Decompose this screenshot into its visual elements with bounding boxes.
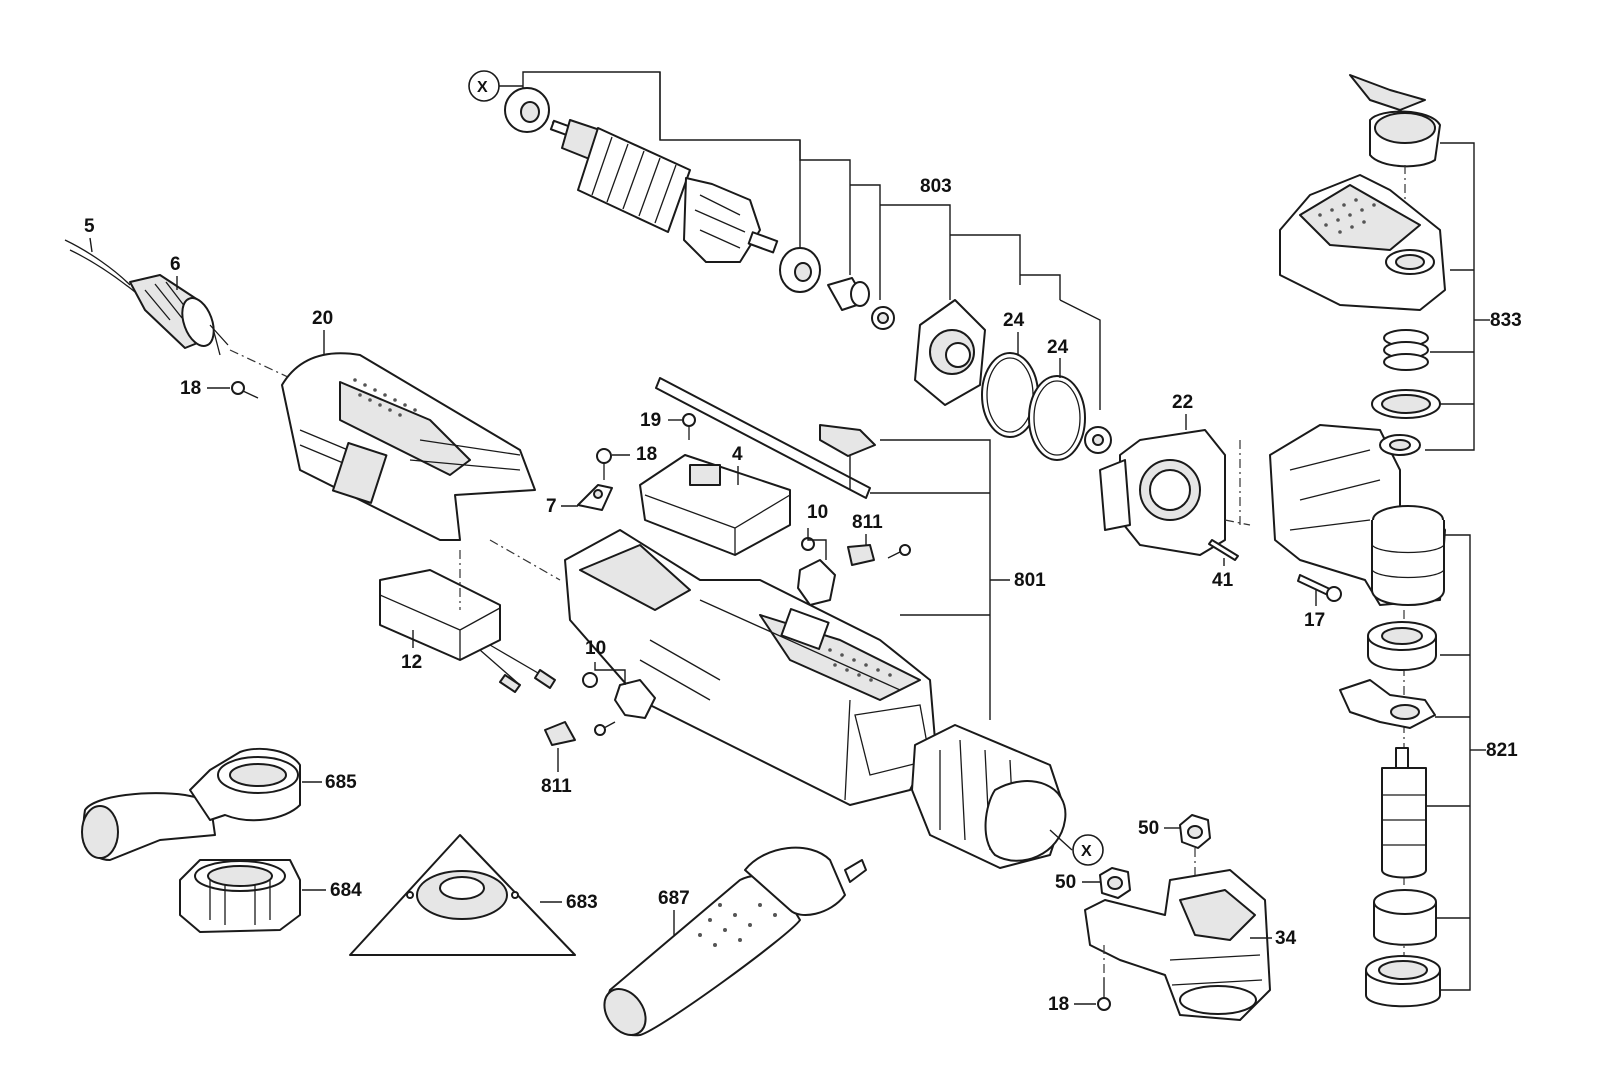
callout-801: 801	[1014, 570, 1046, 591]
washer-833	[1379, 434, 1421, 456]
callout-687: 687	[658, 888, 690, 909]
lever-833	[1349, 74, 1441, 168]
callout-10-top: 10	[807, 502, 828, 523]
callout-811-bottom: 811	[541, 776, 572, 797]
housing-cover-dots	[353, 378, 417, 417]
power-cord	[64, 239, 136, 293]
dust-extraction-685	[81, 747, 301, 861]
callout-24-left: 24	[1003, 310, 1025, 331]
x-marker-bottom: X	[1049, 829, 1104, 866]
callout-50-top: 50	[1138, 818, 1159, 839]
screw-18-left	[231, 381, 259, 399]
bearing-housing-22	[1099, 429, 1226, 556]
gear-housing	[1269, 424, 1446, 606]
sanding-plate-683	[349, 834, 576, 956]
stator-field	[911, 724, 1067, 869]
x-marker-top: X	[468, 70, 523, 102]
screw-small-top	[887, 544, 911, 559]
callout-833: 833	[1490, 310, 1522, 331]
marker-x-bottom: X	[1081, 843, 1092, 860]
nut-50-bottom	[1099, 867, 1131, 899]
ring-833	[1371, 389, 1441, 419]
motor-housing-dots	[828, 648, 892, 682]
callout-50-bottom: 50	[1055, 872, 1076, 893]
fan-baffle	[914, 299, 986, 406]
callout-811-top: 811	[852, 512, 883, 533]
callout-821: 821	[1486, 740, 1518, 761]
callout-19: 19	[640, 410, 661, 431]
callout-7: 7	[546, 496, 557, 517]
bearing-small	[1084, 426, 1112, 454]
marker-x-top: X	[477, 79, 488, 96]
bearing-821	[1367, 621, 1437, 671]
head-cover-dots	[1318, 198, 1376, 234]
callout-24-right: 24	[1047, 337, 1069, 358]
callout-684: 684	[330, 880, 362, 901]
callout-685: 685	[325, 772, 357, 793]
carbon-brush-top	[847, 544, 875, 566]
switch-button	[819, 424, 876, 457]
pin-41	[1208, 539, 1239, 561]
adapter-684	[179, 859, 301, 933]
motor-housing	[564, 529, 936, 806]
screw-18-bottom	[1097, 978, 1111, 1011]
front-housing-34	[1084, 869, 1271, 1021]
callout-22: 22	[1172, 392, 1193, 413]
nut-50-top	[1179, 814, 1211, 849]
bearing-mid	[779, 247, 821, 293]
brush-holder-top	[797, 537, 836, 606]
callout-18-left: 18	[180, 378, 201, 399]
callout-4: 4	[732, 444, 743, 465]
carbon-brush-bottom	[544, 721, 576, 746]
handle-dots	[698, 903, 777, 947]
small-washer	[871, 306, 895, 330]
callout-41: 41	[1212, 570, 1234, 591]
callout-12: 12	[401, 652, 422, 673]
bracket-801	[870, 439, 1010, 720]
spindle-821	[1381, 747, 1427, 879]
switch-4	[639, 454, 791, 556]
spring-833	[1383, 329, 1429, 371]
screw-small-bottom	[594, 721, 616, 736]
callout-34: 34	[1275, 928, 1297, 949]
callout-18-center: 18	[636, 444, 657, 465]
collar-821	[1365, 955, 1441, 1008]
eccentric-lever-821	[1339, 679, 1436, 729]
brush-holder-bottom	[582, 672, 656, 719]
head-cover	[1279, 174, 1446, 311]
screw-19	[682, 413, 696, 440]
screw-17	[1297, 574, 1342, 602]
sleeve-bushing	[827, 277, 870, 311]
housing-cover	[281, 352, 536, 541]
bracket-833	[1425, 142, 1490, 451]
callout-683: 683	[566, 892, 598, 913]
callout-5: 5	[84, 216, 95, 237]
o-ring-2	[1028, 375, 1086, 461]
callout-18-bottom: 18	[1048, 994, 1069, 1015]
callout-803: 803	[920, 176, 952, 197]
slide-lock-7	[577, 484, 613, 511]
screw-18-center	[596, 448, 612, 480]
metal-strip	[655, 377, 871, 499]
capacitor-12	[379, 569, 556, 693]
callout-6: 6	[170, 254, 181, 275]
bracket-803	[522, 71, 1101, 410]
bearing-top	[504, 87, 550, 133]
callout-10-bottom: 10	[585, 638, 606, 659]
cord-protector	[129, 274, 229, 356]
sleeve-821	[1373, 889, 1437, 946]
armature	[549, 119, 779, 263]
callout-17: 17	[1304, 610, 1325, 631]
callout-20: 20	[312, 308, 333, 329]
auxiliary-handle-687	[603, 846, 867, 1037]
bracket-821	[1426, 534, 1486, 991]
